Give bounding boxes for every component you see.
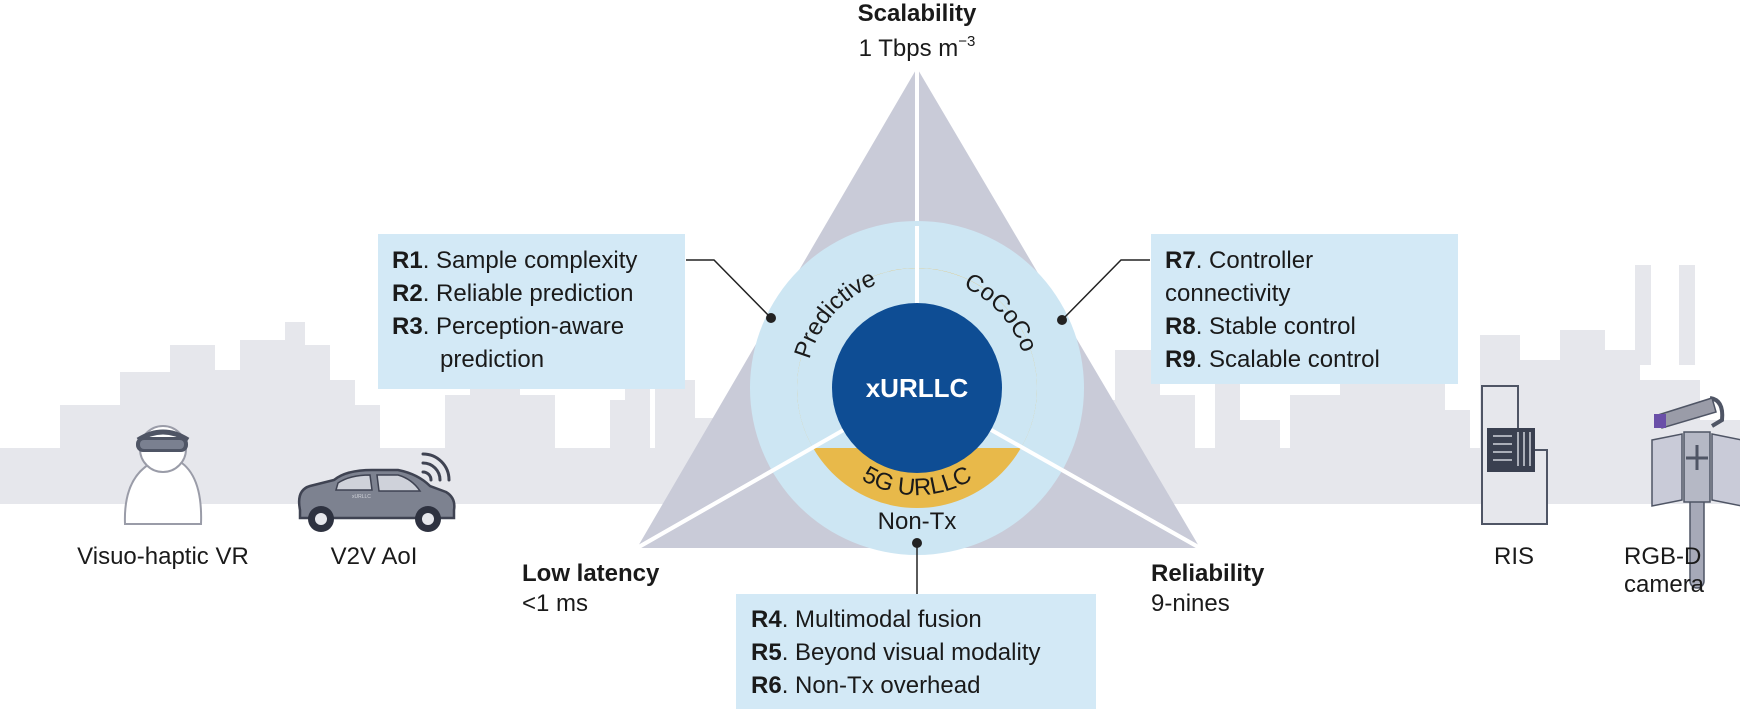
car-icon: xURLLC xyxy=(297,452,456,532)
predictive-dot xyxy=(766,313,776,323)
requirement-r1: R1. Sample complexity xyxy=(392,247,637,274)
visuo-haptic-vr-label: Visuo-haptic VR xyxy=(77,543,249,570)
requirement-r6: R6. Non-Tx overhead xyxy=(751,672,980,699)
reliability-value: 9-nines xyxy=(1151,590,1230,617)
car-badge-text: xURLLC xyxy=(352,494,371,500)
requirement-r2: R2. Reliable prediction xyxy=(392,280,633,307)
scalability-title: Scalability xyxy=(858,0,977,27)
requirement-r7-continued: connectivity xyxy=(1165,280,1290,307)
non-tx-dot xyxy=(912,538,922,548)
cococo-dot xyxy=(1057,315,1067,325)
requirements-box-left: R1. Sample complexity R2. Reliable predi… xyxy=(378,234,685,389)
rgbd-camera-icon xyxy=(1651,396,1740,589)
requirement-r4: R4. Multimodal fusion xyxy=(751,606,982,633)
requirement-r9: R9. Scalable control xyxy=(1165,346,1380,373)
non-tx-label: Non-Tx xyxy=(878,508,957,535)
xurllc-center-label: xURLLC xyxy=(866,373,969,403)
requirement-r5: R5. Beyond visual modality xyxy=(751,639,1040,666)
low-latency-value: <1 ms xyxy=(522,590,588,617)
requirement-r7: R7. Controller xyxy=(1165,247,1313,274)
rgbd-label-line1: RGB-D xyxy=(1624,543,1701,570)
connector-lines xyxy=(686,259,1150,594)
ris-icon xyxy=(1481,385,1548,525)
low-latency-title: Low latency xyxy=(522,560,660,587)
wireless-signal-icon xyxy=(421,452,451,482)
requirements-box-right: R7. Controller connectivity R8. Stable c… xyxy=(1151,234,1458,384)
xurllc-rings xyxy=(636,221,1201,555)
scalability-value: 1 Tbps m−3 xyxy=(859,33,976,62)
requirement-r3-continued: prediction xyxy=(440,346,544,373)
reliability-title: Reliability xyxy=(1151,560,1265,587)
requirements-box-bottom: R4. Multimodal fusion R5. Beyond visual … xyxy=(736,594,1096,709)
ris-label: RIS xyxy=(1494,543,1534,570)
xurllc-core xyxy=(832,303,1002,473)
rgbd-label-line2: camera xyxy=(1624,571,1705,598)
requirement-r8: R8. Stable control xyxy=(1165,313,1356,340)
v2v-aoi-label: V2V AoI xyxy=(331,543,418,570)
requirement-r3: R3. Perception-aware xyxy=(392,313,624,340)
vr-user-icon xyxy=(123,425,203,525)
